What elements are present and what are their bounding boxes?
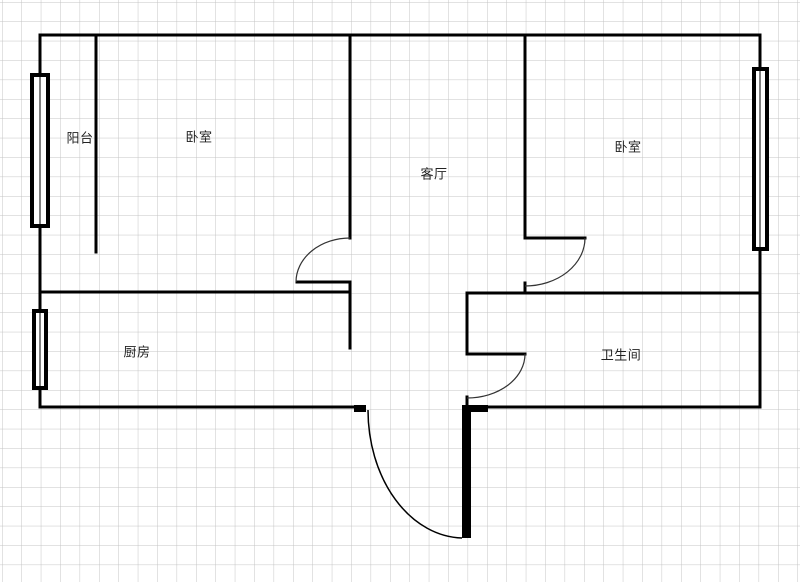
door-bedroom-right xyxy=(524,237,586,287)
door-swings xyxy=(295,237,586,539)
label-bedroom-left: 卧室 xyxy=(185,130,213,146)
door-bedroom-left xyxy=(295,237,351,283)
windows xyxy=(30,67,769,390)
kitchen-wall-cap xyxy=(354,405,366,412)
door-entrance xyxy=(367,409,463,539)
door-bathroom xyxy=(466,353,526,399)
label-bedroom-right: 卧室 xyxy=(614,140,642,156)
label-living-room: 客厅 xyxy=(420,167,448,183)
entrance-wall-cap xyxy=(462,405,488,412)
label-balcony: 阳台 xyxy=(66,131,94,147)
entrance-wall xyxy=(462,407,471,538)
label-kitchen: 厨房 xyxy=(123,345,151,361)
label-bathroom: 卫生间 xyxy=(600,348,642,364)
